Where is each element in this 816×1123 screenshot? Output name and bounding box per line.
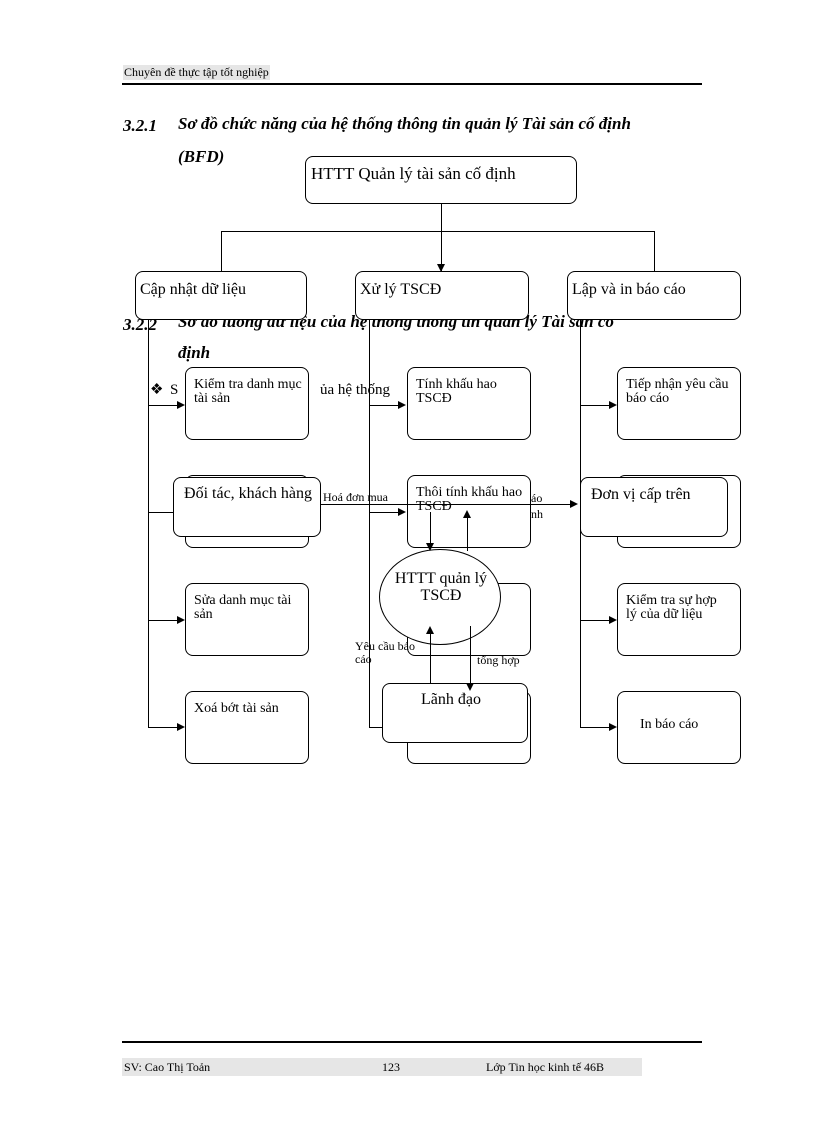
dfd-flow-summary-arrow xyxy=(466,683,474,691)
bfd-root-box: HTTT Quản lý tài sản cố định xyxy=(305,156,577,204)
bfd-col3-box-1: Tiếp nhận yêu cầu báo cáo xyxy=(617,367,741,440)
bfd-col1-label-3: Sửa danh mục tài sản xyxy=(194,593,292,622)
dfd-partial-label-2: nh xyxy=(531,507,543,521)
col3-conn-1 xyxy=(580,405,610,406)
col2-spine xyxy=(369,319,370,728)
dfd-flow-request xyxy=(430,633,431,683)
col3-arrow-4 xyxy=(609,723,617,731)
section-322-title-cont: định xyxy=(178,343,211,362)
col1-conn-3 xyxy=(148,620,178,621)
bfd-col1-box-3: Sửa danh mục tài sản xyxy=(185,583,309,656)
dfd-flow-invoice-label: Hoá đơn mua xyxy=(323,490,388,504)
bfd-col1-box-4: Xoá bớt tài sản xyxy=(185,691,309,764)
col2-conn-1 xyxy=(369,405,399,406)
branch-bus-line xyxy=(221,231,655,232)
bfd-col3-label-3: Kiểm tra sự hợp lý của dữ liệu xyxy=(626,593,717,622)
bullet-text-end: ủa hệ thống xyxy=(320,382,390,398)
bfd-branch-update-label: Cập nhật dữ liệu xyxy=(140,281,246,298)
footer-page-number: 123 xyxy=(382,1060,400,1074)
col3-arrow-3 xyxy=(609,616,617,624)
dfd-flow-main-arrow xyxy=(570,500,578,508)
dfd-leader-label: Lãnh đạo xyxy=(421,691,481,708)
col3-conn-3 xyxy=(580,620,610,621)
bfd-col1-label-1: Kiểm tra danh mục tài sản xyxy=(194,377,302,406)
col1-arrow-1 xyxy=(177,401,185,409)
section-321-number: 3.2.1 xyxy=(123,116,157,135)
section-321-title: Sơ đồ chức năng của hệ thống thông tin q… xyxy=(178,114,631,133)
footer-rule xyxy=(122,1041,702,1043)
dfd-system-label: HTTT quản lý TSCĐ xyxy=(394,570,488,604)
root-connector xyxy=(441,203,442,271)
dfd-leader-box: Lãnh đạo xyxy=(382,683,528,743)
col3-arrow-1 xyxy=(609,401,617,409)
col3-conn-4 xyxy=(580,727,610,728)
dfd-flow-up-right-arrow xyxy=(463,510,471,518)
col1-conn-1 xyxy=(148,405,178,406)
dfd-partner-box: Đối tác, khách hàng xyxy=(173,477,321,537)
dfd-flow-down-left xyxy=(430,512,431,549)
bullet-text-start: S xyxy=(170,382,179,398)
bullet-symbol: ❖ xyxy=(150,382,164,398)
footer-class: Lớp Tin học kinh tế 46B xyxy=(486,1060,605,1074)
dfd-flow-down-left-arrow xyxy=(426,543,434,551)
footer-student: SV: Cao Thị Toản xyxy=(124,1060,211,1074)
dfd-flow-main-line xyxy=(321,504,571,505)
bfd-col3-box-3: Kiểm tra sự hợp lý của dữ liệu xyxy=(617,583,741,656)
bfd-root-label: HTTT Quản lý tài sản cố định xyxy=(311,164,516,183)
bfd-col2-box-1: Tính khấu hao TSCĐ xyxy=(407,367,531,440)
dfd-flow-request-label: Yêu cầu báo cáo xyxy=(355,639,415,666)
dfd-flow-summary xyxy=(470,626,471,686)
col1-conn-2 xyxy=(148,512,178,513)
dfd-partner-label: Đối tác, khách hàng xyxy=(184,485,312,502)
dfd-flow-up-right xyxy=(467,517,468,551)
branch-drop-1 xyxy=(221,231,222,271)
col2-arrow-2 xyxy=(398,508,406,516)
bfd-col3-label-1: Tiếp nhận yêu cầu báo cáo xyxy=(626,377,729,406)
bfd-branch-process-label: Xử lý TSCĐ xyxy=(360,281,442,298)
header-rule xyxy=(122,83,702,85)
col1-spine xyxy=(148,319,149,728)
col2-conn-2 xyxy=(369,512,399,513)
bfd-branch-report-label: Lập và in báo cáo xyxy=(572,281,686,298)
bfd-col2-label-2: Thôi tính khấu hao TSCĐ xyxy=(416,485,523,514)
bfd-branch-update: Cập nhật dữ liệu xyxy=(135,271,307,320)
dfd-flow-summary-label: tổng hợp xyxy=(477,653,520,667)
col1-conn-4 xyxy=(148,727,178,728)
page-footer: SV: Cao Thị Toản 123 Lớp Tin học kinh tế… xyxy=(122,1058,642,1076)
dfd-partial-label-1: áo xyxy=(531,491,543,505)
dfd-system-process: HTTT quản lý TSCĐ xyxy=(379,549,501,645)
dfd-flow-request-arrow xyxy=(426,626,434,634)
bfd-branch-process: Xử lý TSCĐ xyxy=(355,271,529,320)
bfd-branch-report: Lập và in báo cáo xyxy=(567,271,741,320)
bfd-col1-box-1: Kiểm tra danh mục tài sản xyxy=(185,367,309,440)
dfd-superior-box: Đơn vị cấp trên xyxy=(580,477,728,537)
section-321-title-cont: (BFD) xyxy=(178,147,225,166)
bfd-col3-label-4: In báo cáo xyxy=(640,717,699,732)
bfd-col1-label-4: Xoá bớt tài sản xyxy=(194,701,279,716)
col2-arrow-1 xyxy=(398,401,406,409)
branch-drop-3 xyxy=(654,231,655,271)
dfd-superior-label: Đơn vị cấp trên xyxy=(591,486,691,503)
col1-arrow-3 xyxy=(177,616,185,624)
bfd-col2-box-2: Thôi tính khấu hao TSCĐ xyxy=(407,475,531,548)
bfd-col3-box-4: In báo cáo xyxy=(617,691,741,764)
bfd-col2-label-1: Tính khấu hao TSCĐ xyxy=(416,377,497,406)
col1-arrow-4 xyxy=(177,723,185,731)
root-arrow xyxy=(437,264,445,272)
page-header-title: Chuyên đề thực tập tốt nghiệp xyxy=(123,65,270,80)
